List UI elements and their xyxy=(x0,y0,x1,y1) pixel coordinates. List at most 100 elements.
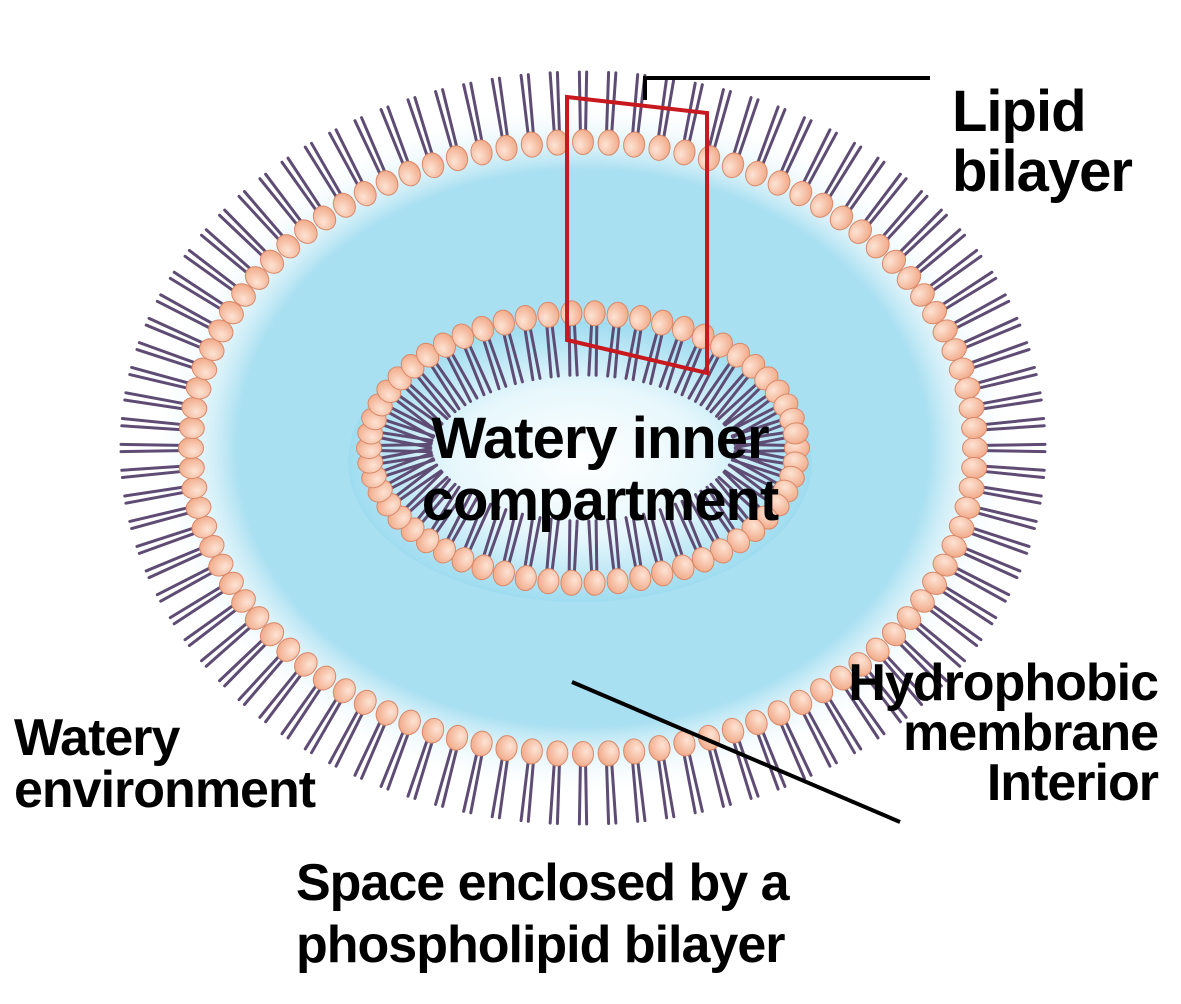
annotation-overlay xyxy=(565,76,930,824)
lipid-tail xyxy=(310,699,343,755)
lipid-tail xyxy=(523,326,535,382)
phospholipid-head xyxy=(294,219,318,244)
lipid-tail xyxy=(631,514,643,570)
lipid-tail xyxy=(927,248,979,289)
lipid-tail xyxy=(901,637,948,683)
lipid-tail xyxy=(526,760,535,823)
lipid-tail xyxy=(223,641,269,688)
phospholipid-head xyxy=(572,129,594,155)
phospholipid-head xyxy=(537,568,560,595)
lipid-tail xyxy=(982,417,1046,427)
lipid-tail xyxy=(687,751,704,813)
label-line: Lipid xyxy=(952,79,1087,144)
lipid-tail xyxy=(467,342,493,394)
lipid-tail xyxy=(386,105,410,165)
lipid-tail xyxy=(975,365,1036,385)
lipid-tail xyxy=(429,363,461,411)
lipid-tail xyxy=(960,316,1019,345)
lipid-tail xyxy=(168,584,224,620)
phospholipid-head xyxy=(629,304,652,331)
phospholipid-head xyxy=(276,234,301,259)
phospholipid-head xyxy=(244,266,270,290)
phospholipid-head xyxy=(398,160,421,187)
phospholipid-head xyxy=(231,283,256,307)
lipid-tail xyxy=(393,463,439,499)
phospholipid-head xyxy=(648,735,671,762)
lipid-tail xyxy=(555,71,561,135)
lipid-tail xyxy=(783,119,813,177)
phospholipid-head xyxy=(470,139,493,166)
lipid-tail xyxy=(983,442,1047,447)
lipid-tail xyxy=(866,177,908,227)
phospholipid-head xyxy=(745,709,768,736)
lipid-tail xyxy=(528,516,542,571)
lipid-tail xyxy=(280,683,319,736)
lipid-tail xyxy=(120,469,184,479)
phospholipid-head xyxy=(492,560,515,587)
lipid-tail xyxy=(572,519,579,575)
lipid-tail xyxy=(237,654,282,702)
lipid-tail xyxy=(699,360,733,407)
lipid-tail xyxy=(144,546,204,573)
lipid-tail xyxy=(631,326,643,382)
label-line: Interior xyxy=(986,754,1159,812)
phospholipid-head xyxy=(375,700,399,726)
phospholipid-head xyxy=(848,652,872,677)
phospholipid-head xyxy=(398,709,421,736)
phospholipid-head xyxy=(606,301,629,328)
lipid-tail xyxy=(286,156,323,210)
lipid-tail xyxy=(360,721,387,780)
lipid-tail xyxy=(120,417,184,427)
lipid-tail xyxy=(709,482,747,526)
lipid-tail xyxy=(970,526,1031,548)
phospholipid-head xyxy=(961,416,988,440)
lipid-tail xyxy=(975,511,1036,531)
lipid-tail xyxy=(916,621,966,663)
lipid-tail xyxy=(258,177,300,227)
lipid-tail xyxy=(120,424,184,432)
lipid-tail xyxy=(733,451,785,473)
lipid-tail xyxy=(801,128,832,186)
lipid-tail xyxy=(264,172,304,224)
label-watery-inner-compartment: Watery inner compartment xyxy=(380,408,820,532)
phospholipid-head xyxy=(896,606,922,630)
lipid-tail xyxy=(658,508,680,561)
phospholipid-head xyxy=(865,637,890,662)
lipid-tail xyxy=(727,463,773,499)
lipid-tail xyxy=(823,141,856,197)
lipid-tail xyxy=(502,331,517,386)
lipid-heads xyxy=(178,129,988,767)
phospholipid-head xyxy=(648,134,671,161)
label-hydrophobic-membrane-interior: Hydrophobic membrane Interior xyxy=(728,657,1159,812)
phospholipid-head xyxy=(606,568,629,595)
lipid-tail xyxy=(519,759,530,823)
lipid-tail xyxy=(801,710,832,768)
lipid-tail xyxy=(481,337,501,391)
phospholipid-head xyxy=(789,180,813,207)
lipid-tail xyxy=(310,141,343,197)
lipid-tail xyxy=(393,397,439,433)
phospholipid-head xyxy=(537,301,560,328)
lipid-tail xyxy=(717,381,759,421)
lipid-tail xyxy=(286,686,323,740)
lipid-tail xyxy=(862,672,902,724)
lipid-tail xyxy=(183,254,236,293)
leader-line-lipid-bilayer xyxy=(643,76,930,100)
lipid-tail xyxy=(242,657,286,706)
lipid-tail xyxy=(155,299,213,331)
lipid-tail xyxy=(159,570,215,603)
lipid-tail xyxy=(980,485,1043,498)
phospholipid-head xyxy=(651,560,674,587)
lipid-tail xyxy=(951,570,1007,603)
lipid-tail xyxy=(707,88,725,150)
lipid-tail xyxy=(970,348,1031,370)
lipid-tail xyxy=(584,762,589,826)
lipid-tail xyxy=(715,374,751,418)
lipid-tail xyxy=(884,194,929,242)
label-line: Watery inner xyxy=(431,406,769,471)
lipid-tail xyxy=(548,71,556,135)
lipid-tail xyxy=(916,233,966,275)
lipid-tail xyxy=(469,752,484,815)
phospholipid-head xyxy=(910,589,935,613)
